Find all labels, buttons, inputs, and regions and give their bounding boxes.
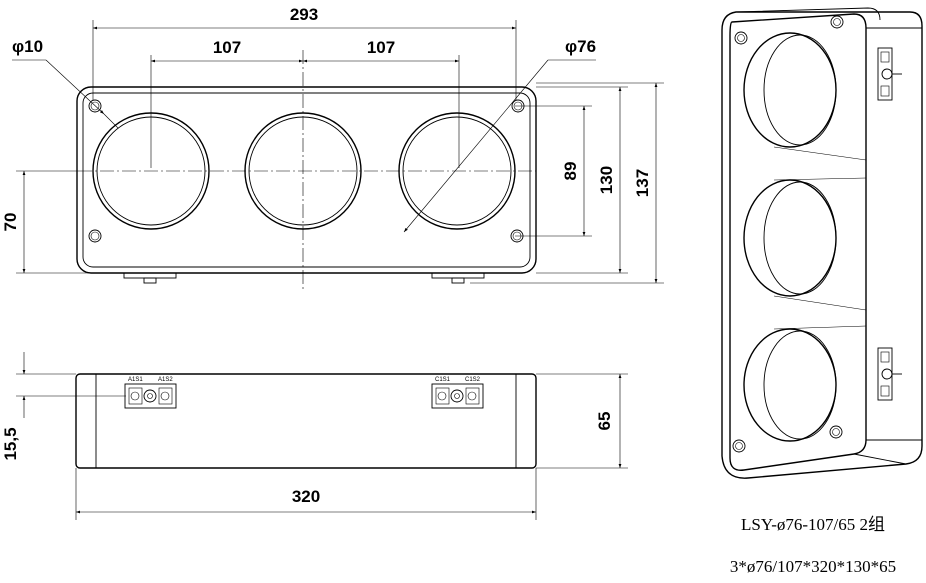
mount-hole-bl	[88, 229, 102, 243]
dim-center-height: 70	[1, 213, 20, 232]
terminal-label-a1s2: A1S2	[158, 377, 173, 383]
dim-pitch-right: 107	[367, 38, 395, 57]
dim-length: 320	[292, 487, 320, 506]
bottom-lug-left	[123, 272, 177, 279]
iso-mount-hole-1	[734, 31, 748, 45]
mount-hole-tl	[88, 99, 102, 113]
spec-caption: 3*ø76/107*320*130*65	[729, 557, 897, 576]
terminal-block-a: A1S1 A1S2	[124, 377, 177, 409]
iso-terminal-bottom	[877, 347, 902, 401]
dim-height-outer: 137	[633, 169, 652, 197]
dim-height-inner: 130	[597, 166, 616, 194]
iso-hole-bottom	[743, 328, 837, 442]
dim-depth: 65	[595, 412, 614, 431]
front-view: 293 107 107 φ10 φ76 89 130 137	[1, 5, 664, 292]
iso-mount-hole-3	[732, 439, 746, 453]
iso-mount-hole-4	[829, 425, 843, 439]
bottom-view: A1S1 A1S2 C1S1 C1S2 15,5 65 320	[1, 352, 628, 520]
model-caption: LSY-ø76-107/65 2组	[740, 515, 886, 534]
dim-terminal-offset: 15,5	[1, 427, 20, 460]
terminal-block-c: C1S1 C1S2	[431, 377, 484, 409]
dim-large-hole-dia: φ76	[565, 37, 596, 56]
iso-front-face	[729, 13, 867, 471]
terminal-label-c1s2: C1S2	[465, 377, 481, 383]
terminal-label-a1s1: A1S1	[128, 377, 143, 383]
dim-overall-hole-span: 293	[290, 5, 318, 24]
bottom-body-outline	[75, 373, 537, 469]
iso-terminal-top	[877, 47, 902, 101]
front-body-inner	[82, 92, 531, 268]
iso-hole-middle	[743, 179, 837, 297]
iso-mount-hole-2	[830, 15, 844, 29]
front-body-outline	[76, 86, 537, 274]
dim-pitch-left: 107	[213, 38, 241, 57]
isometric-view	[721, 7, 923, 479]
bottom-lug-right	[431, 272, 485, 279]
iso-hole-top	[743, 32, 837, 148]
dim-mount-hole-span-v: 89	[561, 162, 580, 181]
dim-small-hole-dia: φ10	[12, 37, 43, 56]
terminal-label-c1s1: C1S1	[435, 377, 451, 383]
